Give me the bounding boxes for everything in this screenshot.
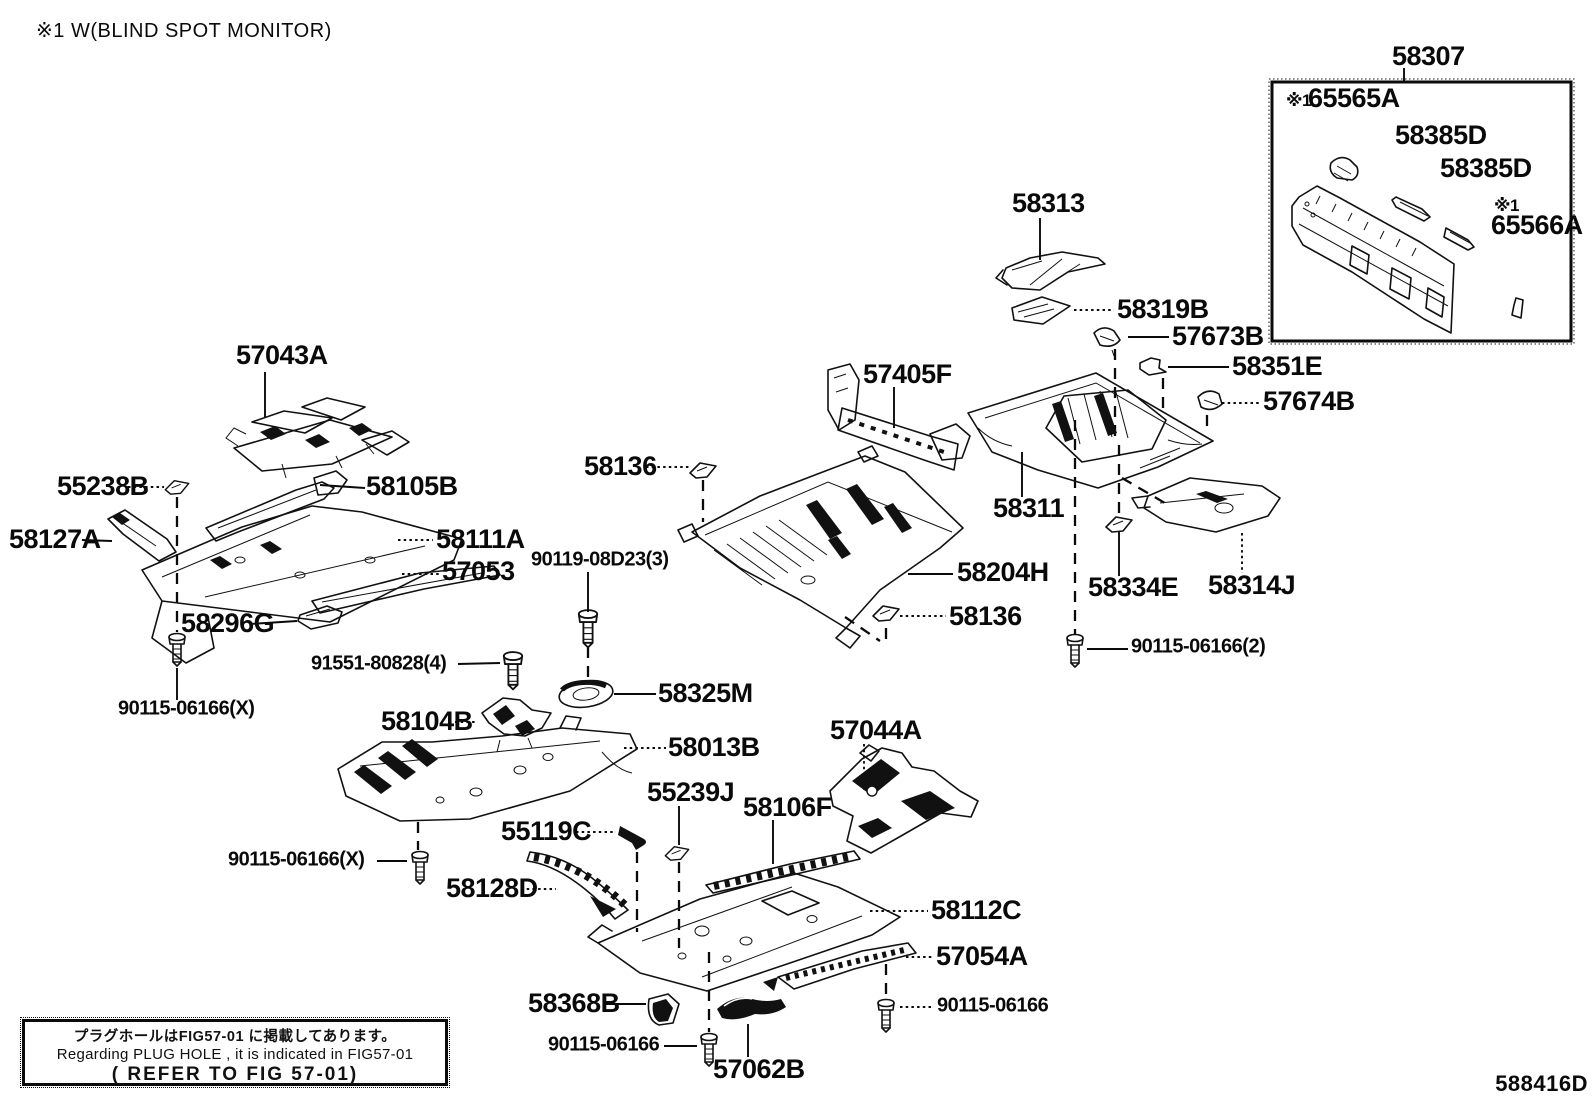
clip-58368B-drawing: [647, 993, 680, 1026]
part-label-58313: 58313: [1012, 187, 1085, 218]
note-line-english: Regarding PLUG HOLE , it is indicated in…: [56, 1046, 414, 1063]
part-label-90115-06166-X1: 90115-06166(X): [118, 697, 255, 720]
reinforcement-57053-drawing: [311, 565, 501, 614]
part-label-58111A: 58111A: [436, 523, 525, 554]
plate-58319B-drawing: [1011, 296, 1071, 325]
cross-member-57405F-drawing: [827, 363, 971, 471]
part-label-90115-06166-B2: 90115-06166: [937, 994, 1049, 1017]
blade-57054A-drawing: [763, 942, 917, 991]
part-label-58385D-1: 58385D: [1395, 119, 1487, 150]
clip-57674B-drawing: [1197, 390, 1223, 411]
part-label-57673B: 57673B: [1172, 320, 1264, 351]
part-label-58128D: 58128D: [446, 872, 538, 903]
inset-box-58307: [1268, 78, 1575, 345]
part-label-58307: 58307: [1392, 40, 1465, 71]
part-label-90115-06166-B1: 90115-06166: [548, 1033, 660, 1056]
part-label-58106F: 58106F: [743, 791, 832, 822]
part-label-58351E: 58351E: [1232, 350, 1323, 381]
part-label-57043A: 57043A: [236, 339, 328, 370]
note-line-japanese: プラグホールはFIG57-01 に掲載してあります。: [73, 1029, 397, 1045]
part-label-91551-80828: 91551-80828(4): [311, 652, 447, 675]
strip-58385D-2-drawing: [1443, 227, 1475, 251]
part-label-57054A: 57054A: [936, 940, 1028, 971]
bracket-58127A-drawing: [107, 509, 177, 562]
part-label-58204H: 58204H: [957, 556, 1049, 587]
rear-floor-pan-58204H-drawing: [677, 445, 964, 649]
part-label-58136-lower: 58136: [949, 600, 1022, 631]
panel-58314J-drawing: [1131, 477, 1281, 533]
part-label-58296G: 58296G: [181, 607, 275, 638]
clip-57673B-drawing: [1093, 327, 1121, 357]
strip-58385D-1-drawing: [1391, 196, 1431, 222]
silencer-58313-drawing: [995, 251, 1106, 291]
floor-pan-58112C-drawing: [587, 872, 901, 992]
part-label-58314J: 58314J: [1208, 569, 1296, 600]
clip-65566A-drawing: [1511, 297, 1524, 319]
rear-floor-pan-58311-drawing: [967, 372, 1214, 489]
part-label-55119C: 55119C: [501, 815, 592, 846]
part-label-65566A: 65566A: [1491, 209, 1583, 240]
part-label-58104B: 58104B: [381, 705, 473, 736]
blind-spot-monitor-note: ※1 W(BLIND SPOT MONITOR): [36, 20, 332, 42]
member-58128D-drawing: [526, 851, 631, 920]
part-label-58368B: 58368B: [528, 987, 620, 1018]
part-label-58127A: 58127A: [9, 523, 101, 554]
seat-cross-member-57043A-drawing: [225, 397, 410, 479]
part-label-57044A: 57044A: [830, 714, 922, 745]
part-label-65565A: 65565A: [1308, 82, 1400, 113]
part-label-57053: 57053: [442, 555, 515, 586]
part-label-58136-upper: 58136: [584, 450, 657, 481]
leader-lines: [81, 68, 1525, 1057]
part-label-ref-65565A: ※1: [1286, 91, 1311, 111]
bracket-58296G-drawing: [297, 605, 343, 630]
front-floor-pan-center-58013B-drawing: [337, 715, 638, 822]
part-label-58311: 58311: [993, 492, 1065, 523]
front-floor-pan-58111A-drawing: [141, 505, 463, 664]
figure-code: 588416D: [1495, 1071, 1588, 1096]
part-label-58105B: 58105B: [366, 470, 458, 501]
sill-plate-58106F-drawing: [705, 850, 861, 894]
part-label-55238B: 55238B: [57, 470, 149, 501]
part-label-90119-08D23: 90119-08D23(3): [531, 548, 669, 571]
arrow-clip-55119C-drawing: [618, 826, 646, 850]
bracket-58325M-drawing: [558, 679, 614, 709]
part-label-ref-65566A: ※1: [1494, 196, 1519, 216]
bracket-57044A-drawing: [829, 744, 979, 854]
part-label-55239J: 55239J: [647, 776, 735, 807]
part-label-57062B: 57062B: [713, 1053, 805, 1084]
part-label-58112C: 58112C: [931, 894, 1022, 925]
part-label-58319B: 58319B: [1117, 293, 1209, 324]
part-label-57674B: 57674B: [1263, 385, 1355, 416]
part-label-58325M: 58325M: [658, 677, 753, 708]
part-57062B-drawing: [717, 997, 786, 1020]
brace-58105B-drawing: [205, 470, 348, 542]
grommet-65565A-drawing: [1329, 156, 1359, 182]
part-label-90115-06166-X2: 90115-06166(X): [228, 848, 365, 871]
part-label-58013B: 58013B: [668, 731, 760, 762]
part-label-90115-06166-2: 90115-06166(2): [1131, 635, 1266, 658]
part-label-58385D-2: 58385D: [1440, 152, 1532, 183]
bracket-58104B-drawing: [481, 697, 552, 753]
clip-58351E-drawing: [1139, 357, 1167, 376]
part-label-58334E: 58334E: [1088, 571, 1179, 602]
note-line-refer: ( REFER TO FIG 57-01): [111, 1064, 359, 1085]
rear-body-panel-drawing: [1291, 185, 1455, 334]
part-label-57405F: 57405F: [863, 358, 952, 389]
plug-hole-note-box: プラグホールはFIG57-01 に掲載してあります。 Regarding PLU…: [20, 1017, 450, 1088]
